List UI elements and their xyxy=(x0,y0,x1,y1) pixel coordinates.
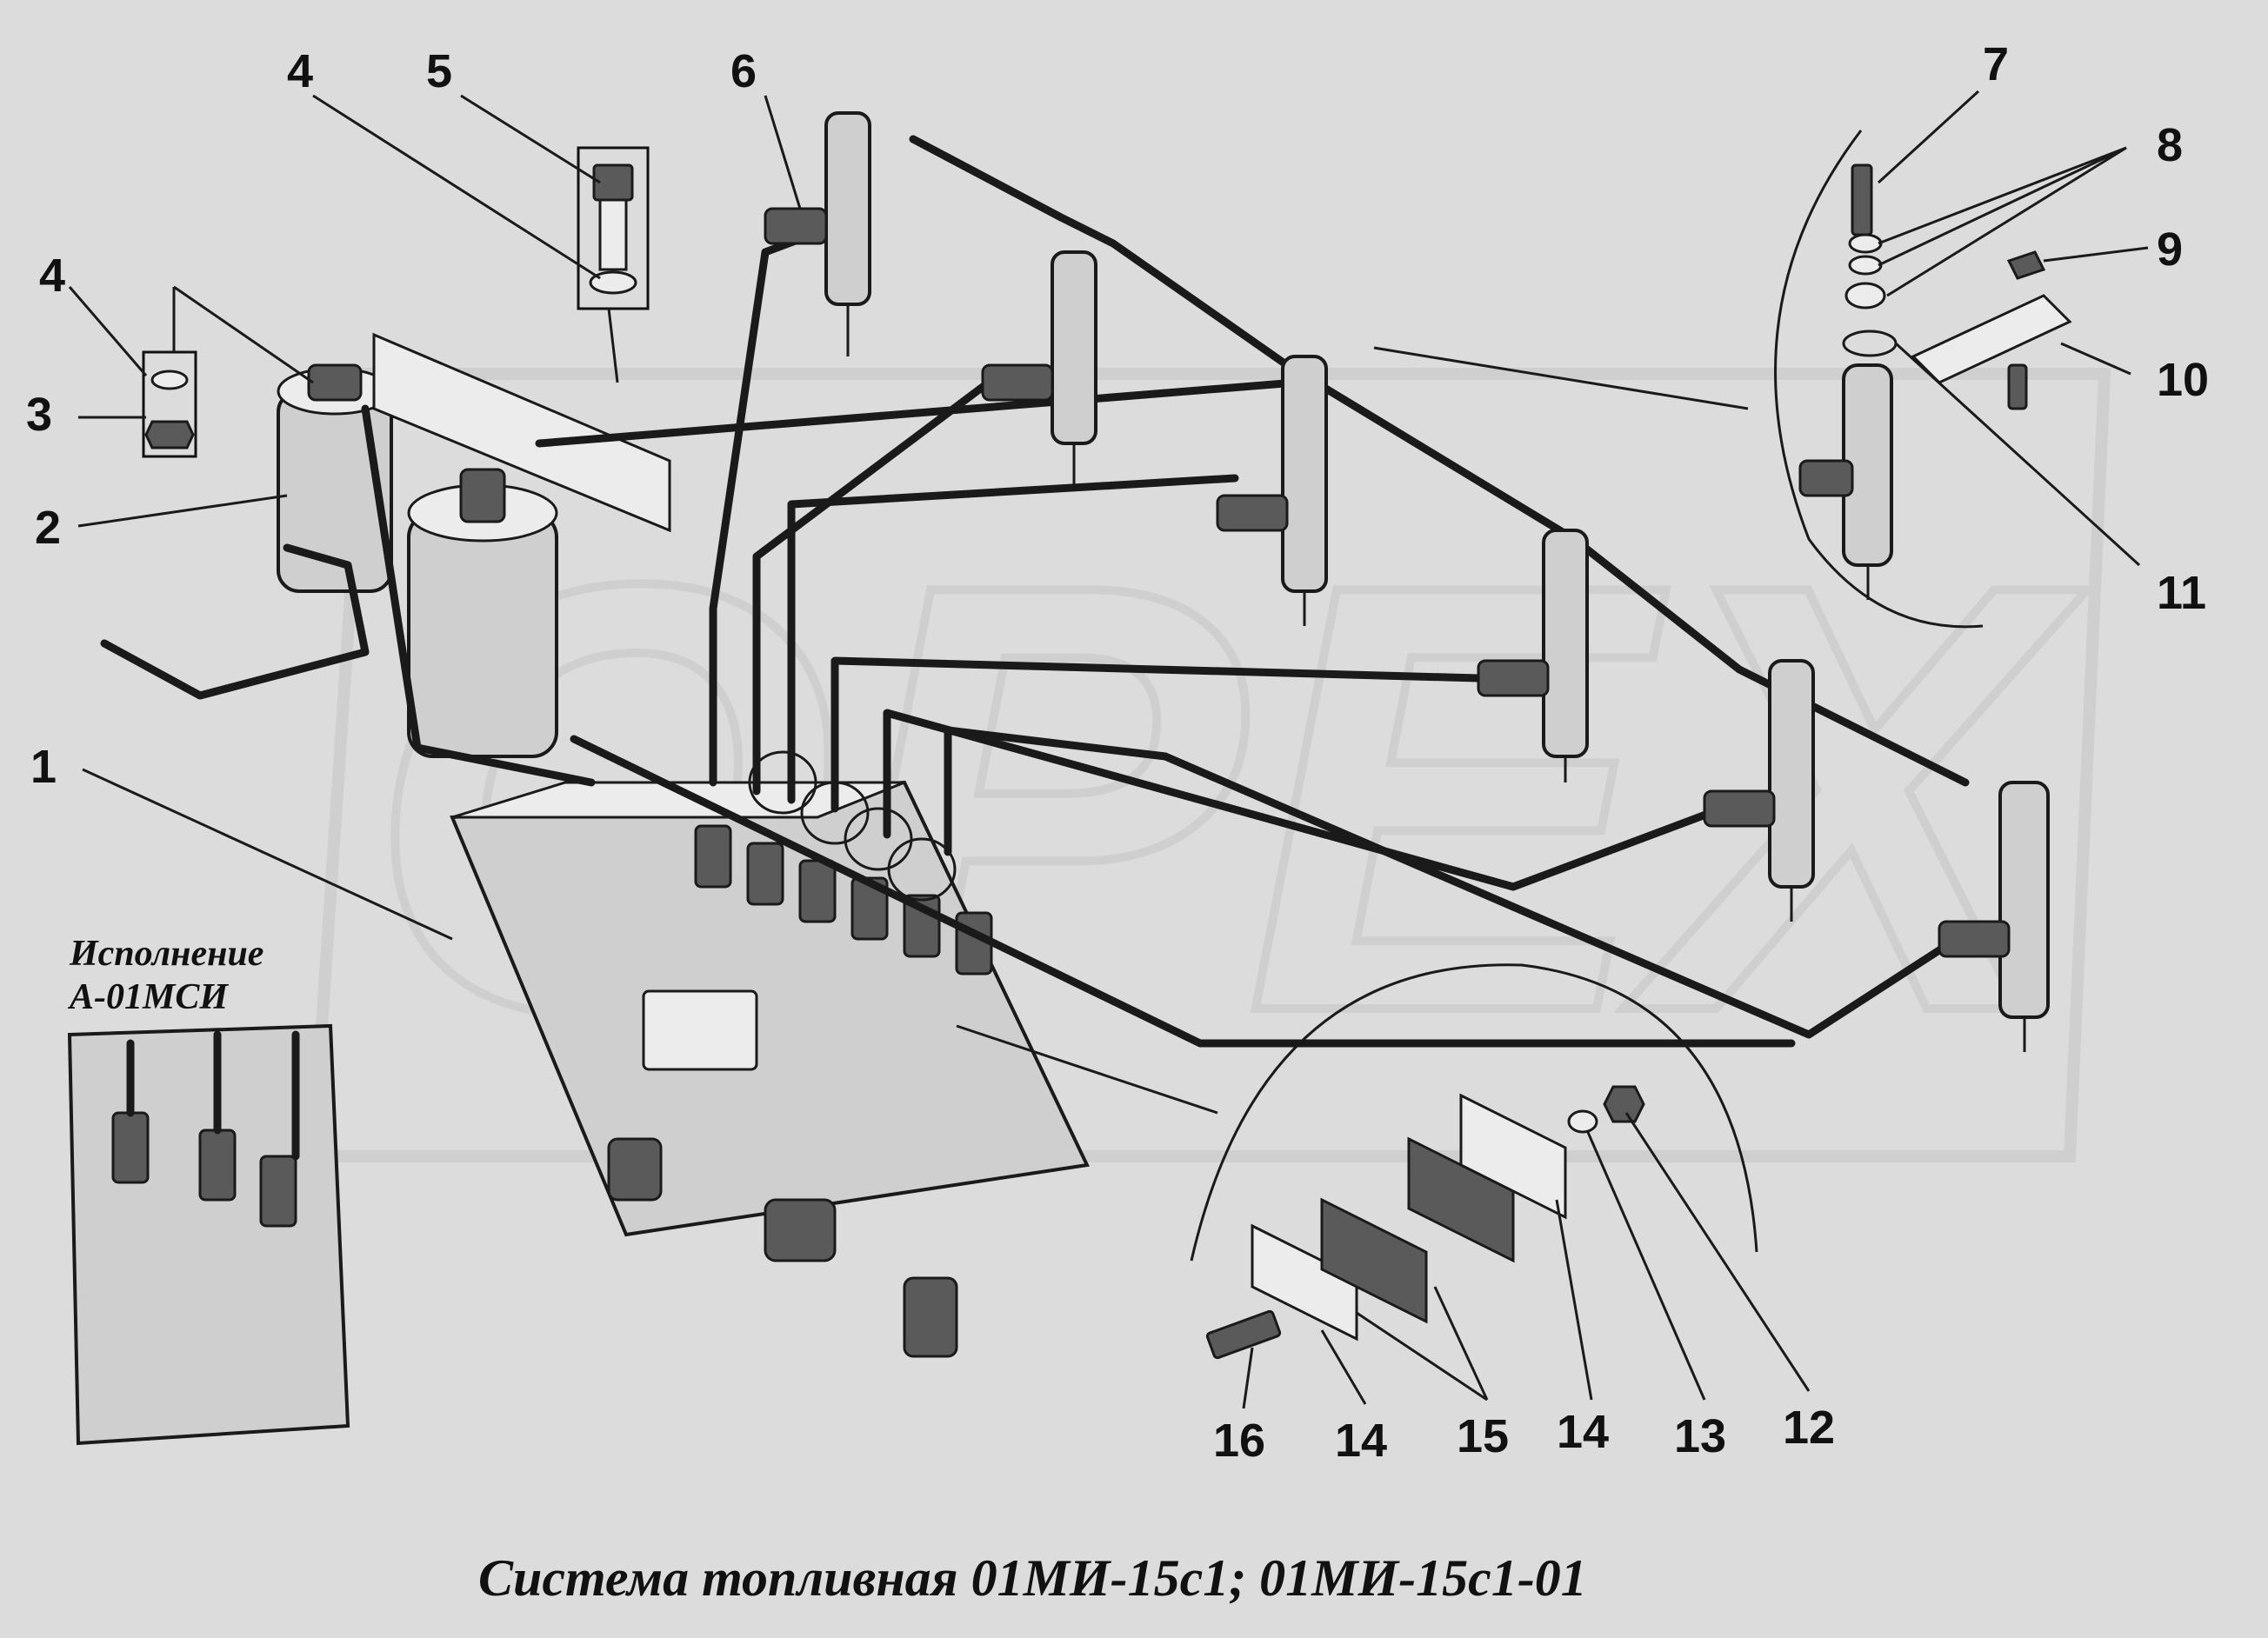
callout-9: 9 xyxy=(2157,223,2183,276)
callout-1: 1 xyxy=(30,741,57,793)
filter-bracket xyxy=(372,332,671,533)
injector-2 xyxy=(981,250,1097,487)
injector-4 xyxy=(1477,529,1589,782)
variant-label-line2: А-01МСИ xyxy=(67,977,229,1017)
callout-7: 7 xyxy=(1983,38,2009,90)
injector-3 xyxy=(1216,355,1328,626)
callout-15: 15 xyxy=(1457,1410,1509,1462)
callout-6: 6 xyxy=(730,45,757,97)
injector-5 xyxy=(1703,659,1815,922)
callout-2: 2 xyxy=(35,502,61,554)
injectors xyxy=(764,111,2050,1052)
callout-10: 10 xyxy=(2157,354,2209,406)
leader-lines xyxy=(68,90,2149,1409)
variant-inset: Исполнение А-01МСИ xyxy=(67,934,350,1446)
callout-13: 13 xyxy=(1674,1410,1726,1462)
callout-14-right: 14 xyxy=(1557,1406,1609,1458)
fuel-filter-coarse xyxy=(277,363,393,593)
injector-6 xyxy=(1938,781,2050,1052)
callout-box-4-5 xyxy=(577,146,650,310)
detail-pipe-clamps xyxy=(956,963,1758,1360)
diagram-title: Система топливная 01МИ-15с1; 01МИ-15с1-0… xyxy=(478,1549,1587,1607)
callout-4-left: 4 xyxy=(39,250,65,302)
callout-16: 16 xyxy=(1213,1415,1265,1467)
fuel-lines xyxy=(100,135,1970,1048)
injection-pump xyxy=(450,780,1090,1358)
callout-14-left: 14 xyxy=(1335,1415,1387,1467)
callout-5: 5 xyxy=(426,45,452,97)
pump-sections xyxy=(694,824,993,975)
callout-11: 11 xyxy=(2157,567,2206,619)
injector-1 xyxy=(764,111,871,356)
callout-3: 3 xyxy=(26,389,52,441)
callout-8: 8 xyxy=(2157,119,2183,171)
variant-label-line1: Исполнение xyxy=(69,934,263,974)
callout-numbers: 1 2 3 4 4 5 6 7 8 9 10 11 12 13 14 14 15… xyxy=(26,38,2209,1467)
callout-box-3-4 xyxy=(142,350,197,458)
fuel-filter-fine xyxy=(407,468,558,758)
callout-12: 12 xyxy=(1783,1402,1835,1454)
callout-4-top: 4 xyxy=(287,45,313,97)
